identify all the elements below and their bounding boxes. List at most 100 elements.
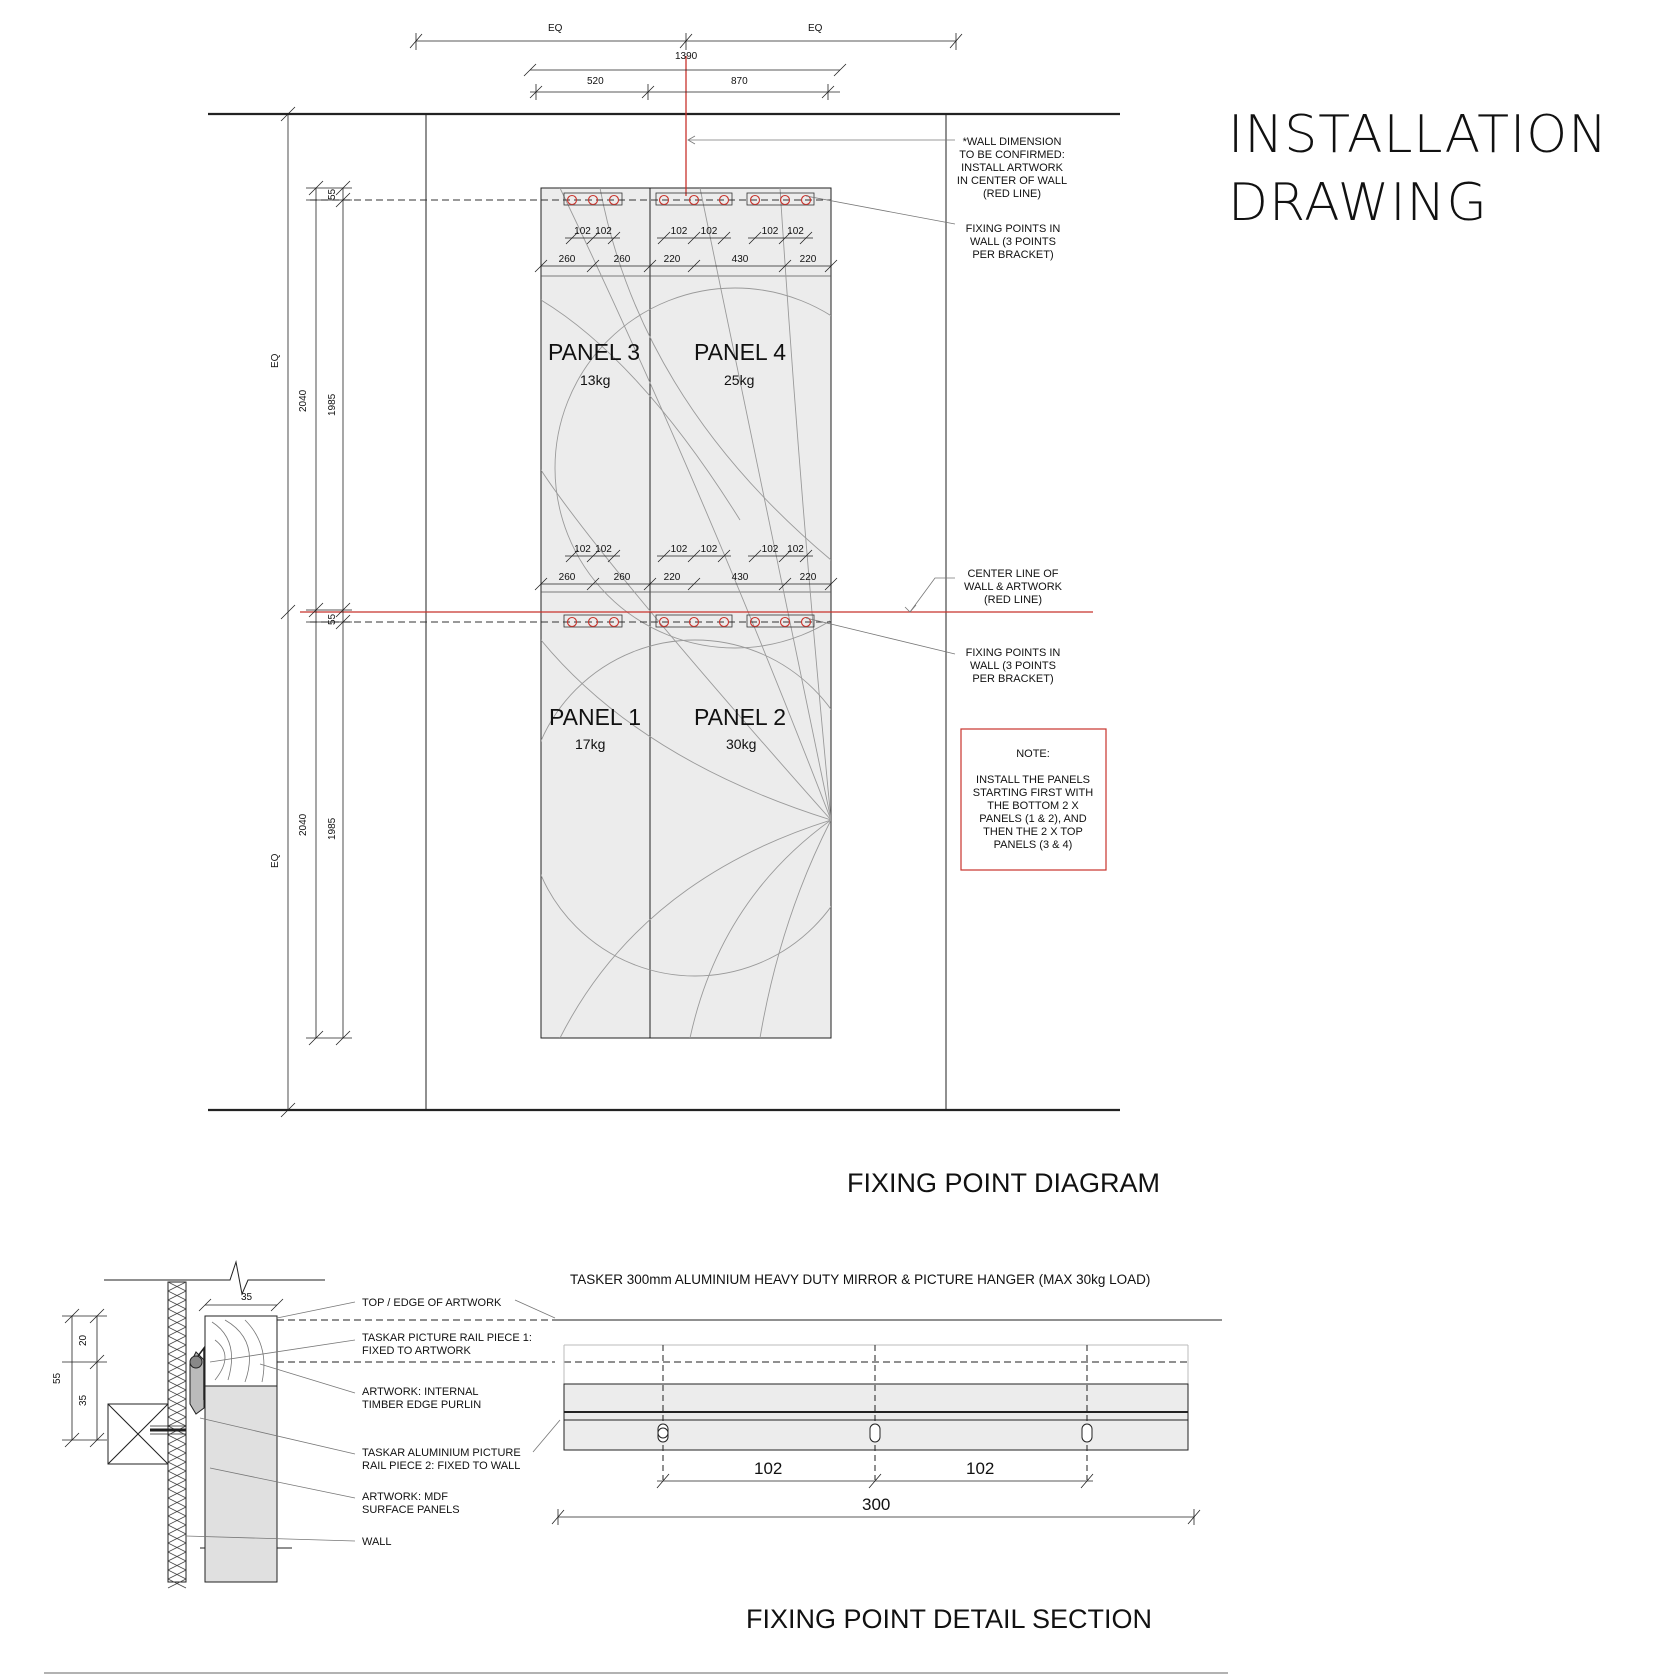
callout-fixing-lower-line: PER BRACKET) [972,673,1053,685]
dim-102: 102 [701,226,718,237]
bracket-row-lower [310,614,831,628]
fixing-point-marker [800,194,812,206]
callout-fixing-upper-line: WALL (3 POINTS [970,236,1056,248]
note-line: THEN THE 2 X TOP [983,826,1083,838]
wall-hatch [167,1281,187,1589]
fixing-point-marker [608,194,620,206]
dim-102: 102 [762,544,779,555]
detail-dim-35-top: 35 [241,1292,253,1303]
note-line: STARTING FIRST WITH [973,787,1093,799]
panel-1-weight: 17kg [575,736,605,752]
callout-center-line-line: CENTER LINE OF [967,568,1058,580]
hanger-dim-102-left: 102 [754,1459,782,1478]
fixing-point-marker [658,194,670,206]
artwork-panels [540,187,832,1039]
callout-center-line-line: WALL & ARTWORK [964,581,1063,593]
note-line: INSTALL THE PANELS [976,774,1090,786]
dim-1985-upper: 1985 [327,393,338,416]
fixing-point-marker [779,194,791,206]
dim-520: 520 [587,76,604,87]
dim-1985-lower: 1985 [327,817,338,840]
dim-102: 102 [762,226,779,237]
dim-edge-spacing: 220 [800,254,817,265]
callout-center-line: CENTER LINE OF WALL & ARTWORK (RED LINE) [964,568,1063,606]
label-rail-2: TASKAR ALUMINIUM PICTURE [362,1447,521,1459]
dim-eq-right: EQ [808,23,823,34]
fixing-point-marker [688,616,700,628]
detail-dim-35-side: 35 [78,1394,89,1406]
left-dimensions [280,106,352,1118]
fixing-point-marker [688,194,700,206]
top-dimensions [409,33,963,100]
callout-fixing-lower-line: FIXING POINTS IN [966,647,1061,659]
note-heading: NOTE: [1016,748,1050,760]
label-top-edge: TOP / EDGE OF ARTWORK [362,1297,502,1309]
label-purlin: TIMBER EDGE PURLIN [362,1399,481,1411]
callout-fixing-lower: FIXING POINTS IN WALL (3 POINTS PER BRAC… [966,647,1061,685]
detail-section-drawing [62,1260,555,1589]
fixing-point-marker [587,616,599,628]
panel-3-label: PANEL 3 [548,339,640,365]
hanger-title: TASKER 300mm ALUMINIUM HEAVY DUTY MIRROR… [570,1272,1150,1287]
callout-wall-dimension-line: *WALL DIMENSION [963,136,1062,148]
label-rail-1: TASKAR PICTURE RAIL PIECE 1: [362,1332,532,1344]
dim-2040-upper: 2040 [298,389,309,412]
fixing-point-marker [566,194,578,206]
dim-102: 102 [574,226,591,237]
label-wall: WALL [362,1536,392,1548]
drawing-title-line-2: DRAWING [1228,173,1488,233]
dim-2040-lower: 2040 [298,813,309,836]
dim-102: 102 [671,226,688,237]
dim-eq-upper: EQ [270,353,281,368]
dim-55-lower: 55 [327,613,338,625]
panel-4-label: PANEL 4 [694,339,786,365]
dim-edge-spacing: 430 [732,572,749,583]
dim-870: 870 [731,76,748,87]
fixing-point-marker [749,616,761,628]
hanger-dim-300: 300 [862,1495,890,1514]
label-mdf: ARTWORK: MDF [362,1491,448,1503]
hanger-dim-102-right: 102 [966,1459,994,1478]
fixing-point-detail-caption: FIXING POINT DETAIL SECTION [746,1604,1152,1634]
note-line: THE BOTTOM 2 X [987,800,1079,812]
bracket-row-upper [310,192,831,206]
dim-102: 102 [595,226,612,237]
dim-102: 102 [701,544,718,555]
callout-fixing-upper: FIXING POINTS IN WALL (3 POINTS PER BRAC… [966,223,1061,261]
artwork-pattern [541,188,831,1038]
installation-note-box: NOTE: INSTALL THE PANELS STARTING FIRST … [960,728,1107,871]
detail-dim-20: 20 [78,1334,89,1346]
panel-3-weight: 13kg [580,372,610,388]
detail-dim-55: 55 [52,1372,63,1384]
callout-fixing-lower-line: WALL (3 POINTS [970,660,1056,672]
panel-1-label: PANEL 1 [549,704,641,730]
dim-edge-spacing: 220 [664,254,681,265]
drawing-title-line-1: INSTALLATION [1228,105,1608,165]
fixing-point-marker [658,616,670,628]
callout-leaders [687,135,956,655]
callout-fixing-upper-line: PER BRACKET) [972,249,1053,261]
dim-102: 102 [595,544,612,555]
label-rail-1: FIXED TO ARTWORK [362,1345,471,1357]
callout-fixing-upper-line: FIXING POINTS IN [966,223,1061,235]
dim-102: 102 [787,544,804,555]
callout-wall-dimension-line: (RED LINE) [983,188,1041,200]
note-line: PANELS (3 & 4) [994,839,1073,851]
dim-overall-1390: 1390 [675,51,698,62]
callout-wall-dimension-line: IN CENTER OF WALL [957,175,1067,187]
callout-center-line-line: (RED LINE) [984,594,1042,606]
fixing-point-marker [587,194,599,206]
dim-edge-spacing: 260 [559,254,576,265]
dim-102: 102 [574,544,591,555]
callout-wall-dimension: *WALL DIMENSION TO BE CONFIRMED: INSTALL… [957,136,1067,200]
fixing-point-marker [566,616,578,628]
detail-labels: TOP / EDGE OF ARTWORK TASKAR PICTURE RAI… [362,1297,532,1548]
dim-edge-spacing: 430 [732,254,749,265]
label-purlin: ARTWORK: INTERNAL [362,1386,479,1398]
panel-4-weight: 25kg [724,372,754,388]
dim-102: 102 [787,226,804,237]
panel-2-weight: 30kg [726,736,756,752]
fixing-point-marker [608,616,620,628]
fixing-point-marker [779,616,791,628]
